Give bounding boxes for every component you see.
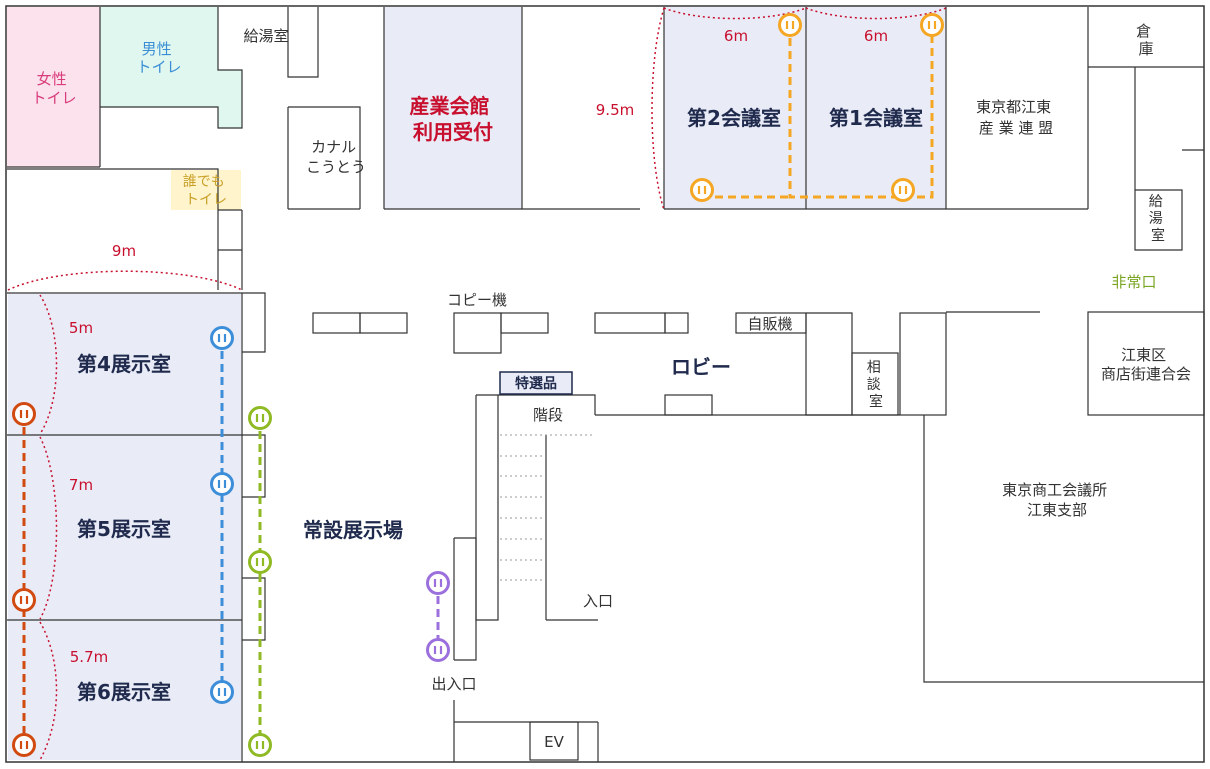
kitchen-right-label: 給 湯 室	[1149, 194, 1167, 244]
outlet-icon	[690, 13, 944, 202]
dim-7m: 7m	[69, 476, 93, 494]
dim-5-7m: 5.7m	[70, 648, 108, 666]
exhibit-room-6-label: 第6展示室	[77, 680, 171, 704]
universal-toilet-area	[171, 170, 241, 210]
outlet-icon	[248, 406, 272, 757]
canal-label: カナル こうとう	[306, 138, 366, 176]
outlet-icon	[210, 326, 234, 704]
exhibit-room-4-label: 第4展示室	[77, 352, 171, 376]
outlet-slots	[19, 21, 937, 749]
meeting-room-2-area	[664, 7, 806, 209]
copy-machine-label: コピー機	[447, 291, 507, 309]
network-routes	[22, 25, 934, 746]
exhibit-room-area	[8, 294, 241, 760]
consult-room-label: 相 談 室	[867, 360, 885, 410]
women-toilet-area	[7, 7, 100, 167]
dim-6m-right: 6m	[864, 27, 888, 45]
storage-label: 倉 庫	[1136, 22, 1156, 58]
chamber-label: 東京商工会議所 江東支部	[1002, 481, 1112, 519]
exhibit-room-5-label: 第5展示室	[77, 517, 171, 541]
dim-5m: 5m	[69, 319, 93, 337]
universal-toilet-label: 誰でも トイレ	[183, 174, 229, 208]
meeting-room-1-label: 第1会議室	[829, 106, 923, 130]
reception-label: 産業会館 利用受付	[410, 94, 497, 144]
outlet-icon	[12, 402, 36, 757]
dimension-arcs	[7, 7, 947, 761]
dim-6m-left: 6m	[724, 27, 748, 45]
men-toilet-label: 男性 トイレ	[136, 40, 181, 76]
meeting-room-2-label: 第2会議室	[687, 106, 781, 130]
shopping-association-label: 江東区 商店街連合会	[1101, 346, 1191, 383]
permanent-exhibit-label: 常設展示場	[303, 518, 403, 542]
outlet-icon	[426, 571, 450, 662]
stair-steps	[500, 434, 593, 581]
labels: 女性 トイレ 男性 トイレ 給湯室 カナル こうとう 産業会館 利用受付 9.5…	[31, 22, 1191, 751]
elevator-label: EV	[544, 733, 564, 751]
vending-machine-label: 自販機	[747, 315, 792, 333]
dim-9m: 9m	[112, 242, 136, 260]
reception-area	[384, 7, 522, 209]
koto-federation-label: 東京都江東 産 業 連 盟	[976, 98, 1056, 137]
special-products-box	[499, 371, 573, 395]
meeting-room-1-area	[806, 7, 946, 209]
entrance-label: 入口	[583, 592, 613, 610]
exit-entrance-label: 出入口	[431, 675, 476, 693]
special-products-label: 特選品	[515, 375, 557, 392]
stairs-label: 階段	[533, 406, 563, 424]
outlets	[12, 13, 944, 757]
lobby-label: ロビー	[671, 355, 731, 379]
kitchen-top-label: 給湯室	[243, 27, 288, 45]
women-toilet-label: 女性 トイレ	[31, 70, 76, 107]
dim-9-5m: 9.5m	[596, 101, 634, 119]
emergency-exit-label: 非常口	[1111, 273, 1156, 291]
men-toilet-area	[100, 7, 242, 128]
walls	[5, 5, 1205, 763]
